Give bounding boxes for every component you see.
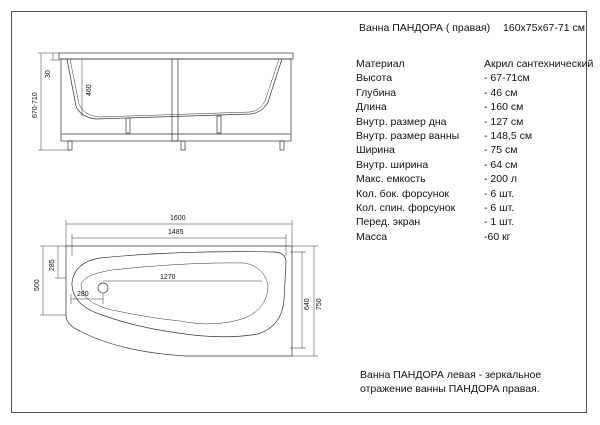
spec-label: Высота xyxy=(356,72,393,85)
top-outer-outline xyxy=(65,245,293,357)
side-frame xyxy=(60,58,292,142)
spec-label: Внутр. размер ванны xyxy=(356,129,460,142)
top-view xyxy=(65,245,293,357)
side-rim xyxy=(58,52,294,60)
product-name: Ванна ПАНДОРА ( правая) xyxy=(359,22,491,34)
spec-label: Внутр. ширина xyxy=(356,158,429,171)
mirror-note: Ванна ПАНДОРА левая - зеркальное отражен… xyxy=(360,369,542,395)
spec-value: - 75 см xyxy=(484,144,518,157)
top-basin-bottom xyxy=(80,262,269,325)
top-inner-basin xyxy=(71,251,287,338)
dim-top-bottom-length: 1270 xyxy=(160,274,176,281)
side-view xyxy=(58,52,294,151)
dim-side-depth: 460 xyxy=(86,84,93,96)
dim-top-width: 750 xyxy=(316,298,323,310)
spec-value: - 6 шт. xyxy=(484,187,515,200)
sheet-frame xyxy=(11,11,587,413)
spec-label: Кол. бок. форсунок xyxy=(356,187,450,200)
drain-circle xyxy=(97,282,109,294)
dim-top-end-width: 500 xyxy=(34,279,41,291)
top-dimensions xyxy=(40,220,318,357)
spec-value: - 64 см xyxy=(484,158,518,171)
dim-top-drain: 280 xyxy=(77,291,89,298)
spec-label: Макс. емкость xyxy=(356,173,426,186)
spec-label: Длина xyxy=(356,101,387,114)
side-leg xyxy=(125,117,131,134)
spec-label: Материал xyxy=(356,58,405,70)
spec-label: Ширина xyxy=(356,144,395,157)
side-foot xyxy=(180,140,186,151)
side-dimensions xyxy=(38,52,83,151)
side-tub-inner xyxy=(69,58,280,118)
dim-top-narrow-width: 285 xyxy=(49,259,56,271)
spec-value: - 1 шт. xyxy=(484,216,515,229)
spec-value: - 127 см xyxy=(484,115,524,128)
dim-top-inner-width: 640 xyxy=(304,298,311,310)
spec-value: - 67-71см xyxy=(484,72,530,85)
spec-label: Масса xyxy=(356,230,388,243)
spec-value: - 46 см xyxy=(484,86,518,99)
spec-value: - 160 см xyxy=(484,101,524,114)
spec-label: Внутр. размер дна xyxy=(356,115,447,128)
spec-value: Акрил сантехнический xyxy=(484,58,594,70)
spec-value: - 200 л xyxy=(484,173,517,186)
dim-side-height: 670-710 xyxy=(32,92,39,118)
spec-value: -60 кг xyxy=(484,230,511,243)
dim-side-rim: 30 xyxy=(45,70,52,78)
product-size: 160x75x67-71 см xyxy=(503,22,585,34)
side-leg xyxy=(216,115,222,134)
side-foot xyxy=(279,140,285,151)
dim-top-inner-length: 1485 xyxy=(168,229,184,236)
dim-top-length: 1600 xyxy=(170,215,186,222)
spec-value: - 148,5 см xyxy=(484,129,533,142)
spec-label: Глубина xyxy=(356,86,397,99)
drawing-title: Ванна ПАНДОРА ( правая) 160x75x67-71 см xyxy=(359,22,585,34)
spec-label: Перед. экран xyxy=(356,216,421,229)
spec-value: - 6 шт. xyxy=(484,201,515,214)
side-frame-post xyxy=(171,58,179,142)
spec-label: Кол. спин. форсунок xyxy=(356,201,456,214)
side-tub-outline xyxy=(66,58,283,120)
side-foot xyxy=(67,140,73,151)
